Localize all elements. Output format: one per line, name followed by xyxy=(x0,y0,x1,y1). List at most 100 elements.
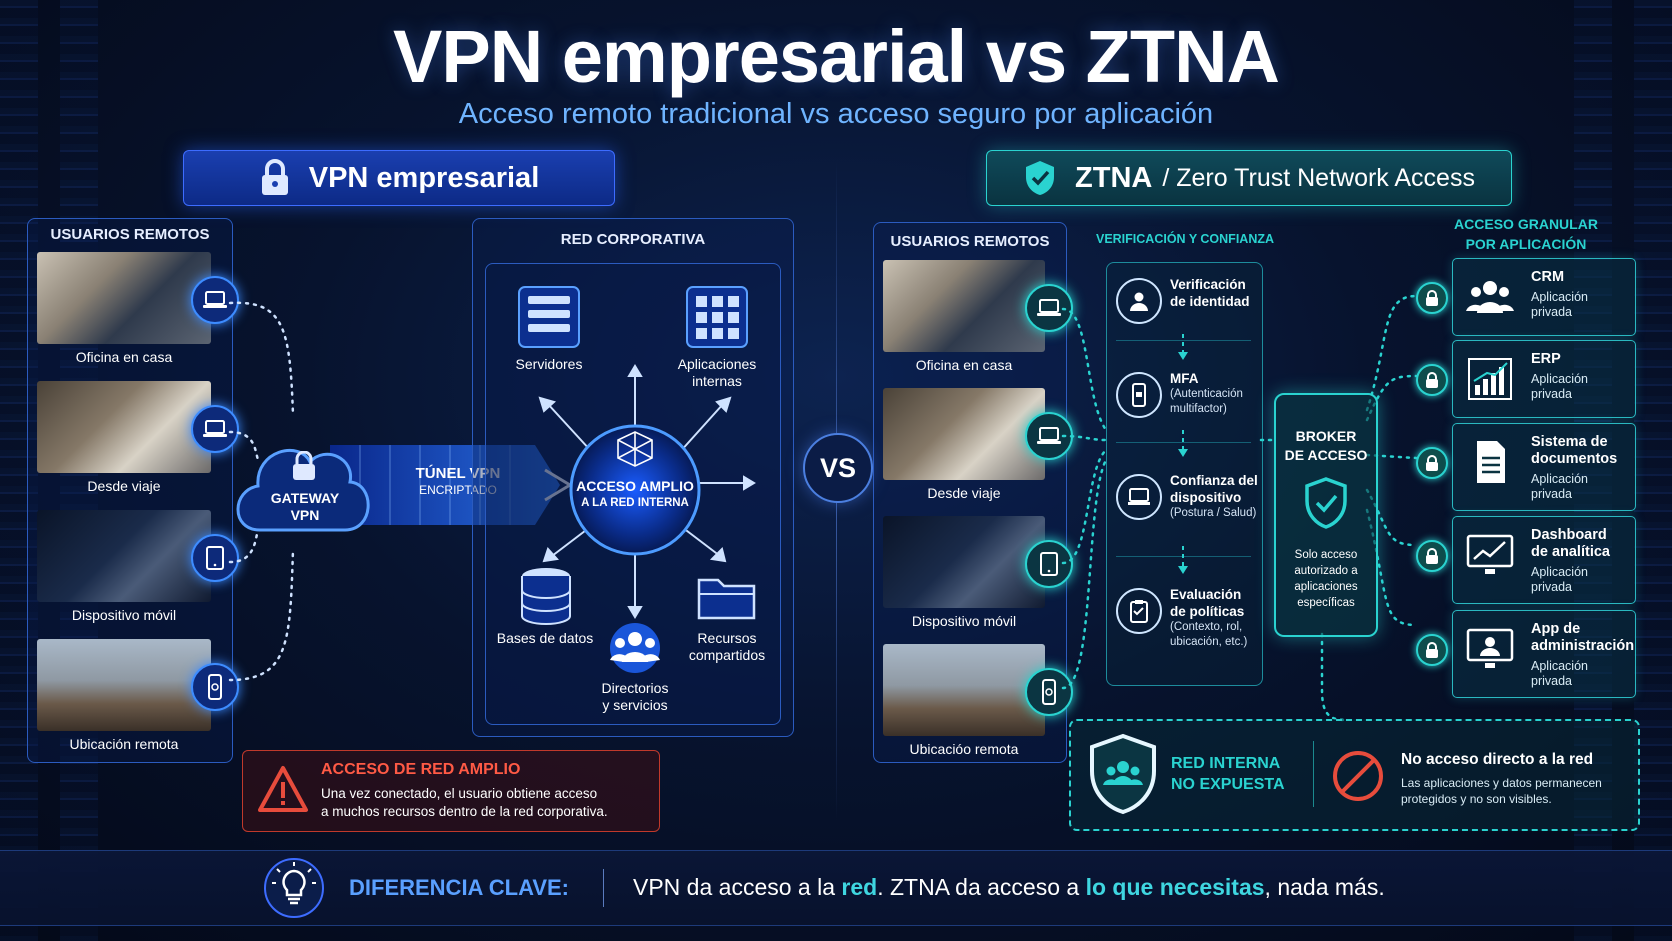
servers-label: Servidores xyxy=(515,356,583,372)
broad-access-line1: ACCESO AMPLIO xyxy=(576,478,694,494)
granular-access-title: ACCESO GRANULAR POR APLICACIÓN xyxy=(1440,214,1612,254)
app-name: ERP xyxy=(1531,351,1561,368)
vpn-user-photo xyxy=(37,510,211,602)
laptop-icon xyxy=(191,405,239,453)
laptop-icon xyxy=(191,276,239,324)
gateway-label: GATEWAY VPN xyxy=(259,490,351,524)
step-title-line: Confianza del xyxy=(1170,473,1258,488)
shared-resources-label: Recursos compartidos xyxy=(672,630,782,664)
ztna-user-caption: Ubicacióo remota xyxy=(909,741,1019,757)
app-name-line: documentos xyxy=(1531,451,1618,467)
no-access-icon xyxy=(1333,751,1383,801)
verify-title: VERIFICACIÓN Y CONFIANZA xyxy=(1095,232,1275,246)
gateway-label-line2: VPN xyxy=(290,507,320,523)
identity-icon xyxy=(1116,278,1162,324)
step-title-line: de identidad xyxy=(1170,294,1250,309)
line-chart-icon xyxy=(1465,531,1515,579)
smartphone-icon xyxy=(1025,668,1073,716)
step-subtitle-line: multifactor) xyxy=(1170,403,1227,415)
app-name-line: Dashboard xyxy=(1531,527,1607,543)
vpn-user-caption: Ubicación remota xyxy=(69,736,179,752)
broker-shield-icon xyxy=(1305,477,1347,529)
warning-text-line1: Una vez conectado, el usuario obtiene ac… xyxy=(321,786,598,801)
corporate-network-title: RED CORPORATIVA xyxy=(560,231,706,248)
app-type-line: privada xyxy=(1531,305,1572,319)
ztna-header-rest: / Zero Trust Network Access xyxy=(1162,163,1475,192)
ztna-user-photo xyxy=(883,260,1045,352)
key-text-part2: . ZTNA da acceso a xyxy=(877,874,1086,900)
ztna-user-caption: Dispositivo móvil xyxy=(911,613,1017,629)
app-type-line: privada xyxy=(1531,674,1572,688)
broker-title-line2: DE ACCESO xyxy=(1284,447,1368,463)
ztna-header-bold: ZTNA xyxy=(1075,161,1153,194)
network-not-exposed-label: RED INTERNA NO EXPUESTA xyxy=(1171,753,1285,795)
step-title-line: Verificación xyxy=(1170,277,1246,292)
granular-title-line1: ACCESO GRANULAR xyxy=(1454,216,1598,232)
app-lock-icon xyxy=(1416,364,1448,396)
not-exposed-divider xyxy=(1313,741,1314,807)
internal-apps-line1: Aplicaciones xyxy=(677,356,757,372)
internal-apps-line2: internas xyxy=(692,373,742,389)
smartphone-icon xyxy=(191,663,239,711)
no-access-title: No acceso directo a la red xyxy=(1401,751,1594,768)
step-subtitle-line: (Postura / Salud) xyxy=(1170,507,1257,519)
vpn-user-caption: Desde viaje xyxy=(87,478,161,494)
page-title: VPN empresarial vs ZTNA xyxy=(393,15,1280,98)
network-hub xyxy=(538,364,756,619)
key-difference-label: DIFERENCIA CLAVE: xyxy=(349,875,569,900)
app-type-line: Aplicación xyxy=(1531,472,1588,486)
no-access-text-line2: protegidos y no son visibles. xyxy=(1401,792,1552,806)
app-lock-icon xyxy=(1416,282,1448,314)
vpn-user-photo xyxy=(37,639,211,731)
warning-text: Una vez conectado, el usuario obtiene ac… xyxy=(321,785,608,821)
document-icon xyxy=(1465,438,1515,486)
broad-access-line2: A LA RED INTERNA xyxy=(581,497,689,509)
app-name-line: Sistema de xyxy=(1531,434,1608,450)
vpn-header: VPN empresarial xyxy=(183,150,615,206)
ztna-user-photo xyxy=(883,388,1045,480)
app-type-line: privada xyxy=(1531,387,1572,401)
warning-icon xyxy=(258,766,308,812)
server-rack-left xyxy=(0,0,38,941)
app-type-line: privada xyxy=(1531,487,1572,501)
broker-title-line1: BROKER xyxy=(1295,428,1357,444)
no-access-text: Las aplicaciones y datos permanecen prot… xyxy=(1401,775,1602,807)
broad-access-warning: ACCESO DE RED AMPLIO Una vez conectado, … xyxy=(242,750,660,832)
app-type-line: privada xyxy=(1531,580,1572,594)
not-exposed-line2: NO EXPUESTA xyxy=(1171,776,1285,793)
server-rack-right xyxy=(1634,0,1672,941)
device-trust-icon xyxy=(1116,474,1162,520)
ztna-user-caption: Oficina en casa xyxy=(915,357,1013,373)
app-lock-icon xyxy=(1416,634,1448,666)
ztna-user-caption: Desde viaje xyxy=(927,485,1001,501)
app-type-line: Aplicación xyxy=(1531,659,1588,673)
vs-badge: VS xyxy=(803,433,873,503)
broad-access-label: ACCESO AMPLIO A LA RED INTERNA xyxy=(570,478,700,512)
users-icon xyxy=(1465,273,1515,321)
app-type-line: Aplicación xyxy=(1531,290,1588,304)
step-subtitle-line: (Contexto, rol, xyxy=(1170,621,1243,633)
warning-text-line2: a muchos recursos dentro de la red corpo… xyxy=(321,804,608,819)
no-access-text-line1: Las aplicaciones y datos permanecen xyxy=(1401,776,1602,790)
shared-resources-line2: compartidos xyxy=(688,647,766,663)
step-title-line: de políticas xyxy=(1170,604,1245,619)
policy-clipboard-icon xyxy=(1116,588,1162,634)
folder-icon xyxy=(697,578,756,620)
granular-title-line2: POR APLICACIÓN xyxy=(1465,236,1587,252)
ztna-user-photo xyxy=(883,516,1045,608)
step-subtitle-line: ubicación, etc.) xyxy=(1170,636,1248,648)
hidden-network-shield-icon xyxy=(1090,733,1156,815)
